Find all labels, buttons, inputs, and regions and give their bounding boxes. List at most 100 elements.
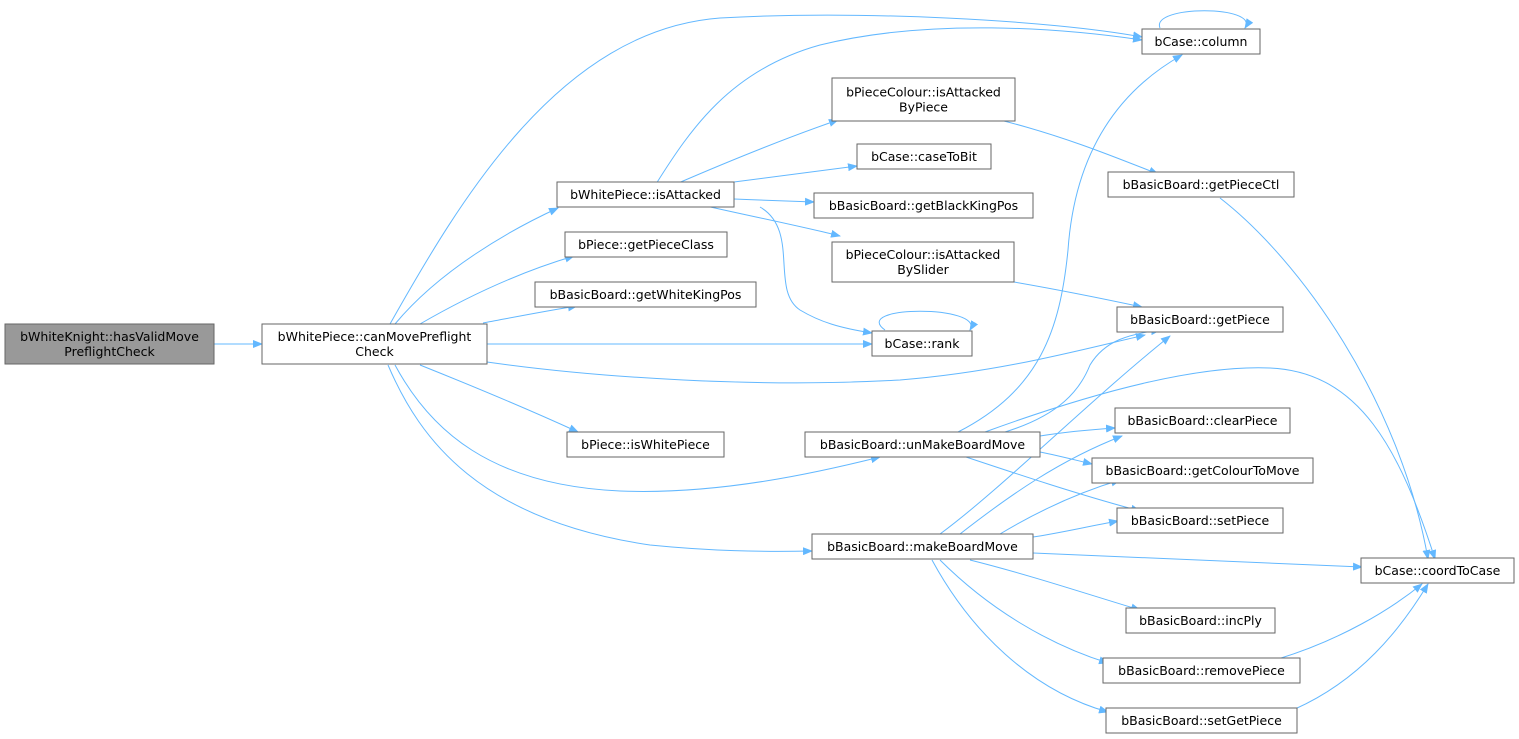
edge-isattacked-casetobit — [733, 163, 858, 183]
node-unmake[interactable]: bBasicBoard::unMakeBoardMove — [804, 431, 1041, 458]
node-label-line: bCase::rank — [885, 336, 961, 351]
edge-make-setgetpiece — [931, 559, 1109, 714]
node-getpiecectl[interactable]: bBasicBoard::getPieceCtl — [1107, 171, 1295, 198]
node-box — [1091, 457, 1314, 484]
node-box — [1105, 707, 1298, 734]
edge-canmove-getpiececlass — [419, 254, 575, 325]
edge-unmake-column — [957, 54, 1183, 433]
node-label-line: Check — [355, 344, 394, 359]
node-label-line: bPieceColour::isAttacked — [846, 247, 1001, 262]
node-box — [556, 181, 735, 208]
node-getblackkingpos[interactable]: bBasicBoard::getBlackKingPos — [813, 192, 1034, 219]
edge-canmove-unmake — [394, 364, 881, 492]
node-casetobit[interactable]: bCase::caseToBit — [856, 143, 992, 170]
node-label-line: ByPiece — [899, 100, 948, 115]
node-box — [534, 281, 757, 308]
edge-make-setpiece — [1032, 518, 1119, 538]
node-iswhitepiece[interactable]: bPiece::isWhitePiece — [566, 431, 725, 458]
node-label-line: bWhitePiece::isAttacked — [570, 187, 721, 202]
node-removepiece[interactable]: bBasicBoard::removePiece — [1102, 657, 1301, 684]
edge-canmove-iswhitepiece — [419, 364, 579, 433]
node-column[interactable]: bCase::column — [1141, 28, 1261, 55]
node-label-line: bBasicBoard::getBlackKingPos — [829, 198, 1018, 213]
edge-setgetpiece-coordtocase — [1294, 583, 1429, 710]
node-setgetpiece[interactable]: bBasicBoard::setGetPiece — [1105, 707, 1298, 734]
node-box — [811, 533, 1034, 560]
node-clearpiece[interactable]: bBasicBoard::clearPiece — [1114, 407, 1291, 434]
edge-isattbypiece-getpiecectl — [999, 119, 1159, 175]
node-box — [1360, 557, 1515, 584]
node-isattacked[interactable]: bWhitePiece::isAttacked — [556, 181, 735, 208]
edge-canmove-getwhitekingpos — [482, 303, 578, 324]
node-box — [261, 323, 488, 365]
node-box — [1107, 171, 1295, 198]
edge-isattacked-isattbypiece — [675, 119, 839, 185]
node-label-line: bBasicBoard::makeBoardMove — [827, 539, 1018, 554]
edge-unmake-setpiece — [959, 454, 1141, 513]
node-box — [871, 330, 973, 357]
node-box — [1116, 306, 1284, 333]
edge-make-clearpiece — [959, 435, 1123, 535]
node-getpiececlass[interactable]: bPiece::getPieceClass — [564, 231, 728, 258]
edge-canmove-getpiece — [486, 333, 1146, 384]
node-label-line: bBasicBoard::clearPiece — [1127, 413, 1277, 428]
node-rank[interactable]: bCase::rank — [871, 330, 973, 357]
node-label-line: bBasicBoard::unMakeBoardMove — [820, 437, 1026, 452]
node-box — [1102, 657, 1301, 684]
node-box — [4, 323, 215, 365]
edge-isattbyslider-getpiece — [1013, 281, 1143, 310]
node-getcolourtomove[interactable]: bBasicBoard::getColourToMove — [1091, 457, 1314, 484]
edge-make-removepiece — [939, 559, 1109, 665]
node-box — [1141, 28, 1261, 55]
node-box — [804, 431, 1041, 458]
node-incply[interactable]: bBasicBoard::incPly — [1125, 607, 1276, 634]
edge-unmake-getpiece — [1004, 327, 1161, 433]
node-box — [1114, 407, 1291, 434]
node-label-line: bBasicBoard::removePiece — [1118, 663, 1285, 678]
node-setpiece[interactable]: bBasicBoard::setPiece — [1116, 507, 1284, 534]
node-label-line: PreflightCheck — [64, 344, 155, 359]
node-box — [831, 241, 1015, 283]
edge-unmake-clearpiece — [1039, 424, 1116, 437]
node-label-line: bWhitePiece::canMovePreflight — [278, 329, 472, 344]
nodes: bWhiteKnight::hasValidMovePreflightCheck… — [4, 28, 1515, 734]
node-label-line: bBasicBoard::getWhiteKingPos — [550, 287, 742, 302]
node-getpiece[interactable]: bBasicBoard::getPiece — [1116, 306, 1284, 333]
node-label-line: bPieceColour::isAttacked — [846, 85, 1001, 100]
node-box — [831, 77, 1016, 122]
node-box — [564, 231, 728, 258]
edge-unmake-getcolourtomove — [1039, 451, 1093, 466]
node-getwhitekingpos[interactable]: bBasicBoard::getWhiteKingPos — [534, 281, 757, 308]
node-label-line: bBasicBoard::getPiece — [1130, 312, 1270, 327]
edge-isattacked-getblackkingpos — [733, 197, 815, 206]
node-label-line: bBasicBoard::setPiece — [1131, 513, 1270, 528]
node-box — [1125, 607, 1276, 634]
edge-rank-self — [878, 310, 979, 331]
edge-canmove-make — [387, 364, 813, 556]
node-box — [856, 143, 992, 170]
edge-isattacked-rank — [759, 206, 873, 336]
edge-getpiecectl-coordtocase — [1219, 197, 1431, 560]
node-coordtocase[interactable]: bCase::coordToCase — [1360, 557, 1515, 584]
edge-make-getpiece — [939, 335, 1171, 535]
node-box — [813, 192, 1034, 219]
node-label-line: bBasicBoard::getColourToMove — [1106, 463, 1300, 478]
node-label-line: bBasicBoard::incPly — [1139, 613, 1262, 628]
node-box — [566, 431, 725, 458]
node-label-line: bBasicBoard::getPieceCtl — [1123, 177, 1280, 192]
edge-isattacked-column — [655, 27, 1143, 185]
edge-make-coordtocase — [1032, 552, 1363, 571]
node-label-line: bWhiteKnight::hasValidMove — [20, 329, 199, 344]
node-box — [1116, 507, 1284, 534]
edge-canmove-column — [389, 14, 1143, 325]
edge-make-getcolourtomove — [999, 478, 1121, 535]
node-label-line: bCase::coordToCase — [1375, 563, 1501, 578]
edge-canmove-isattacked — [394, 207, 559, 325]
node-label-line: bCase::caseToBit — [871, 149, 977, 164]
node-make[interactable]: bBasicBoard::makeBoardMove — [811, 533, 1034, 560]
